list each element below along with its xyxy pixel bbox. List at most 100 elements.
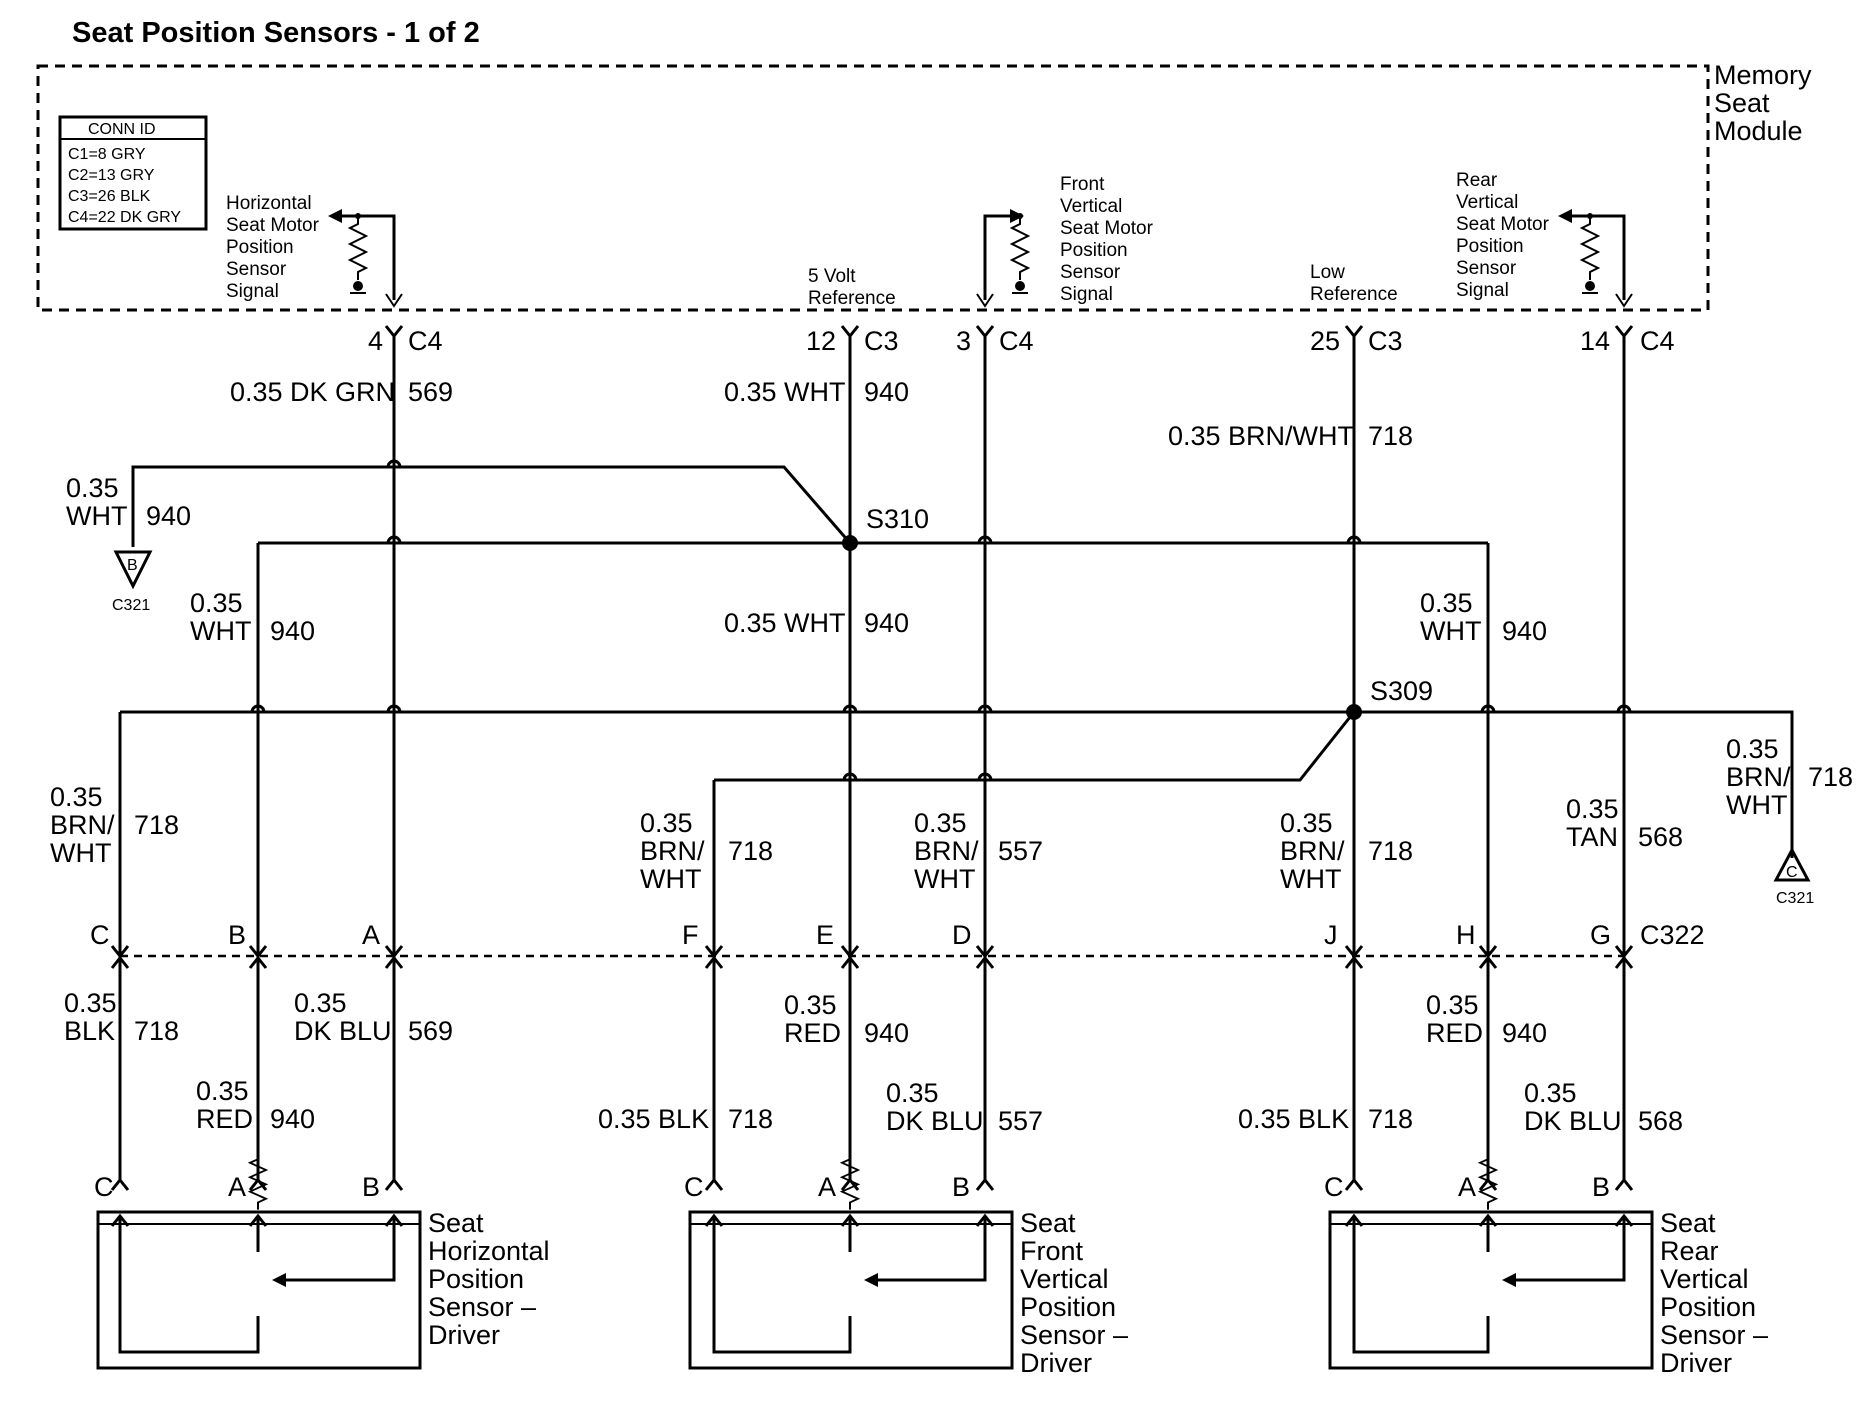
c322-pin-f: F bbox=[682, 920, 699, 950]
c322-pin-d: D bbox=[952, 920, 972, 950]
wire-l1-circuit: 718 bbox=[134, 1016, 179, 1046]
wires bbox=[118, 336, 1794, 1182]
sensor3-pin-c: C bbox=[1324, 1172, 1344, 1202]
pin-14: 14 bbox=[1580, 326, 1610, 356]
wire-crossovers bbox=[250, 459, 1632, 781]
sensor3-pin-b: B bbox=[1592, 1172, 1610, 1202]
ground-c-letter: C bbox=[1786, 864, 1798, 881]
c322-pin-marks bbox=[110, 945, 1634, 969]
horizontal-signal-circuit bbox=[328, 209, 403, 308]
wire-l8-circuit: 940 bbox=[1502, 1018, 1547, 1048]
wire-dkgrn-circuit: 569 bbox=[408, 377, 453, 407]
rear-vertical-signal-circuit bbox=[1558, 209, 1633, 308]
c322-pin-j: J bbox=[1324, 920, 1338, 950]
splice-s309-label: S309 bbox=[1370, 676, 1433, 706]
splice-s310-label: S310 bbox=[866, 504, 929, 534]
sensor3-pin-a: A bbox=[1458, 1172, 1476, 1202]
wire-l4-label: 0.35 BLK bbox=[598, 1104, 709, 1134]
ground-b-symbol bbox=[113, 550, 153, 590]
pin-3-conn: C4 bbox=[999, 326, 1034, 356]
wire-wht-top-label: 0.35 WHT bbox=[724, 377, 846, 407]
sensor-rear-vertical bbox=[1328, 1151, 1654, 1370]
sensor-pin-marks bbox=[110, 1177, 1634, 1191]
c322-pin-e: E bbox=[816, 920, 834, 950]
ground-c-symbol bbox=[1773, 846, 1811, 882]
ground-b-letter: B bbox=[127, 557, 138, 574]
wire-l6-circuit: 557 bbox=[998, 1106, 1043, 1136]
sensor1-pin-c: C bbox=[94, 1172, 114, 1202]
wire-wht-right-circuit: 940 bbox=[1502, 616, 1547, 646]
conn-id-c2: C2=13 GRY bbox=[68, 167, 155, 184]
c322-name: C322 bbox=[1640, 920, 1705, 950]
wire-m2-circuit: 718 bbox=[728, 836, 773, 866]
wire-l5-circuit: 940 bbox=[864, 1018, 909, 1048]
conn-id-c4: C4=22 DK GRY bbox=[68, 209, 181, 226]
pin-3: 3 bbox=[956, 326, 971, 356]
wire-l7-label: 0.35 BLK bbox=[1238, 1104, 1349, 1134]
wire-l9-circuit: 568 bbox=[1638, 1106, 1683, 1136]
c322-pin-h: H bbox=[1456, 920, 1476, 950]
sensor2-pin-b: B bbox=[952, 1172, 970, 1202]
pin-4-conn: C4 bbox=[408, 326, 443, 356]
ground-b-conn: C321 bbox=[112, 597, 150, 614]
wire-wht-mid-circuit: 940 bbox=[864, 608, 909, 638]
wire-wht-ground-circuit: 940 bbox=[146, 501, 191, 531]
wire-m6-circuit: 718 bbox=[1808, 762, 1853, 792]
c322-pin-g: G bbox=[1590, 920, 1611, 950]
sensor2-pin-c: C bbox=[684, 1172, 704, 1202]
wire-l3-circuit: 940 bbox=[270, 1104, 315, 1134]
c322-pin-b: B bbox=[228, 920, 246, 950]
memory-seat-module-box bbox=[36, 64, 1710, 312]
conn-id-c1: C1=8 GRY bbox=[68, 146, 146, 163]
c322-pin-a: A bbox=[362, 920, 380, 950]
wire-l7-circuit: 718 bbox=[1368, 1104, 1413, 1134]
wire-m5-circuit: 568 bbox=[1638, 822, 1683, 852]
wire-m1-circuit: 718 bbox=[134, 810, 179, 840]
wire-l2-circuit: 569 bbox=[408, 1016, 453, 1046]
pin-25: 25 bbox=[1310, 326, 1340, 356]
wire-wht-top-circuit: 940 bbox=[864, 377, 909, 407]
c322-pin-c: C bbox=[90, 920, 110, 950]
sensor-front-vertical bbox=[688, 1151, 1014, 1370]
wire-m3-circuit: 557 bbox=[998, 836, 1043, 866]
sensor1-pin-a: A bbox=[228, 1172, 246, 1202]
pin-12-conn: C3 bbox=[864, 326, 899, 356]
splice-s310 bbox=[842, 535, 858, 551]
pin-4: 4 bbox=[368, 326, 383, 356]
wire-wht-mid-label: 0.35 WHT bbox=[724, 608, 846, 638]
diagram-title: Seat Position Sensors - 1 of 2 bbox=[72, 17, 480, 49]
front-vertical-signal-circuit bbox=[976, 209, 1029, 308]
conn-id-box: CONN ID C1=8 GRY C2=13 GRY C3=26 BLK C4=… bbox=[58, 115, 208, 231]
wire-brnwht-top-label: 0.35 BRN/WHT bbox=[1168, 421, 1354, 451]
sensor-horizontal bbox=[96, 1151, 422, 1370]
pin-25-conn: C3 bbox=[1368, 326, 1403, 356]
wire-l4-circuit: 718 bbox=[728, 1104, 773, 1134]
wire-m4-circuit: 718 bbox=[1368, 836, 1413, 866]
ground-c-conn: C321 bbox=[1776, 890, 1814, 907]
pin-12: 12 bbox=[806, 326, 836, 356]
